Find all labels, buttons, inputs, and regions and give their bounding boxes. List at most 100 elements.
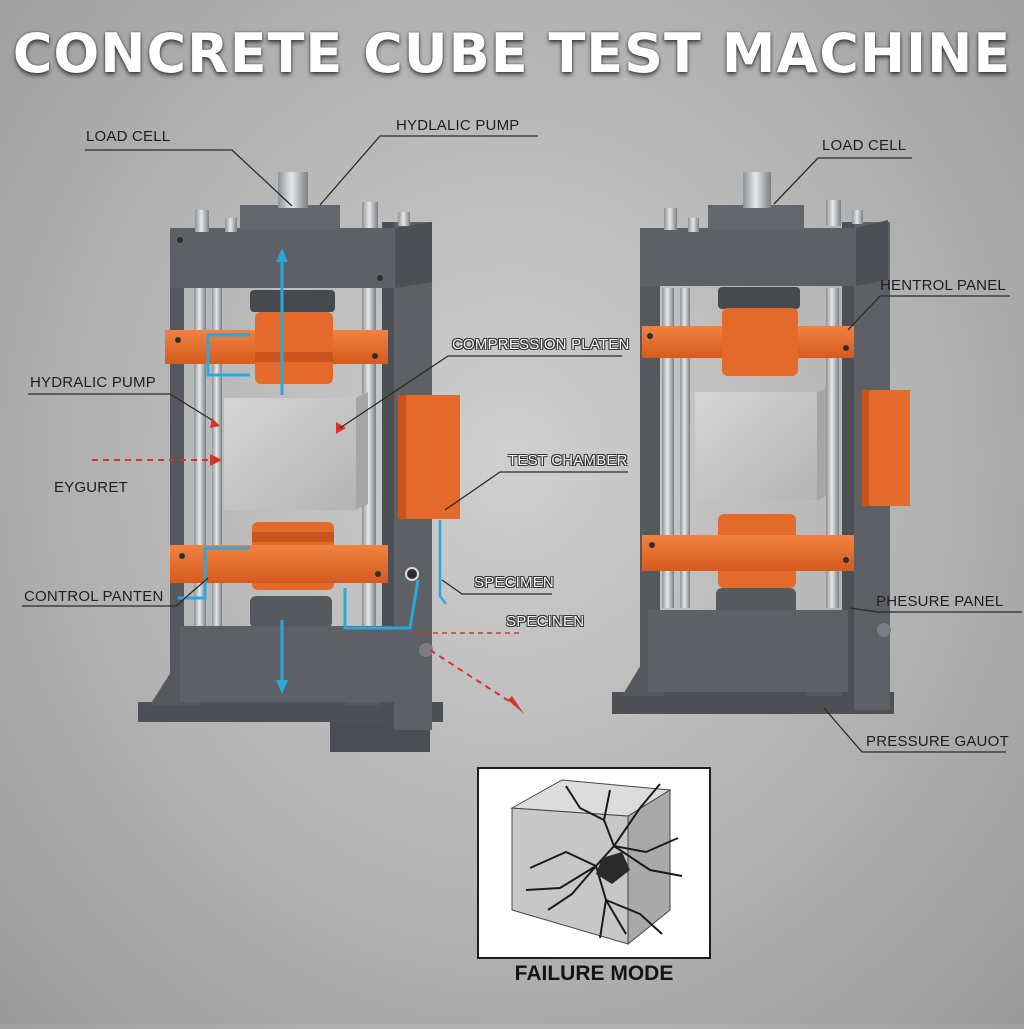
right-upper-platen-disc bbox=[718, 287, 800, 309]
label-hydraulic-pump-top: HYDLALIC PUMP bbox=[396, 117, 520, 134]
label-compression-platen: COMPRESSION PLATEN bbox=[452, 336, 630, 353]
leader-hydraulic-pump-left bbox=[28, 393, 213, 421]
page-title: CONCRETE CUBE TEST MACHINE bbox=[12, 22, 1012, 85]
left-hydraulic-line-1 bbox=[206, 333, 250, 377]
left-top-bolt-2 bbox=[225, 218, 237, 232]
left-lower-ram bbox=[250, 596, 332, 628]
left-upper-platen bbox=[255, 312, 333, 384]
leader-hydraulic-pump-top bbox=[319, 135, 538, 206]
left-red-arrowhead-2 bbox=[508, 696, 524, 714]
left-bolt-b bbox=[372, 353, 378, 359]
failure-mode-inset bbox=[477, 767, 711, 959]
left-control-box-edge bbox=[398, 395, 406, 519]
right-lower-crossbeam bbox=[642, 535, 854, 571]
left-top-block bbox=[240, 205, 340, 230]
left-red-arrowhead-1 bbox=[210, 454, 222, 466]
inset-cube-side bbox=[627, 789, 671, 946]
label-load-cell-left: LOAD CELL bbox=[86, 128, 171, 145]
left-bolt-a bbox=[175, 337, 181, 343]
leader-specimen-1 bbox=[441, 579, 552, 595]
left-red-arrow-2 bbox=[429, 649, 516, 706]
right-side-fitting bbox=[877, 623, 891, 637]
label-test-chamber: TEST CHAMBER bbox=[508, 452, 628, 469]
right-tie-rod-2 bbox=[680, 288, 690, 608]
left-tie-rod-3 bbox=[362, 288, 376, 628]
label-hentrol-panel: HENTROL PANEL bbox=[880, 277, 1006, 294]
right-top-piston bbox=[743, 172, 771, 208]
left-specimen-cube bbox=[224, 398, 356, 510]
leader-test-chamber bbox=[444, 471, 628, 511]
leader-control-panel bbox=[22, 577, 209, 607]
left-blue-arrowhead-down bbox=[276, 680, 288, 694]
label-load-cell-right: LOAD CELL bbox=[822, 137, 907, 154]
left-upper-platen-ring bbox=[255, 352, 333, 362]
left-side-fitting bbox=[419, 643, 433, 657]
left-gauge-knob bbox=[405, 567, 419, 581]
right-top-crosshead bbox=[640, 228, 856, 286]
left-lower-platen-ring bbox=[252, 532, 334, 542]
failure-mode-caption: FAILURE MODE bbox=[514, 962, 674, 985]
right-top-bolt-3 bbox=[826, 200, 841, 226]
leader-load-cell-left bbox=[85, 149, 293, 207]
left-bolt-d bbox=[375, 571, 381, 577]
label-hydraulic-pump-left: HYDRALIC PUMP bbox=[30, 374, 156, 391]
right-tie-rod-3 bbox=[826, 288, 839, 608]
right-specimen-cube bbox=[695, 392, 817, 500]
right-top-block bbox=[708, 205, 804, 230]
left-specimen-cube-side bbox=[356, 392, 368, 510]
right-top-bolt-4 bbox=[852, 210, 863, 224]
right-top-bolt-1 bbox=[664, 208, 677, 230]
right-bolt-a bbox=[647, 333, 653, 339]
left-upper-platen-disc bbox=[250, 290, 335, 312]
label-specimen-1: SPECIMEN bbox=[474, 574, 554, 591]
label-control-panel: CONTROL PANTEN bbox=[24, 588, 164, 605]
left-bolt-c bbox=[179, 553, 185, 559]
leader-lines bbox=[22, 135, 1022, 753]
right-top-crosshead-side bbox=[856, 220, 888, 286]
left-machine bbox=[92, 172, 524, 752]
right-bolt-b bbox=[843, 345, 849, 351]
right-upper-platen bbox=[722, 308, 798, 376]
right-control-box-edge bbox=[862, 390, 869, 506]
label-eyguret: EYGURET bbox=[54, 479, 128, 496]
right-specimen-cube-side bbox=[817, 388, 826, 500]
left-bolt-e bbox=[177, 237, 183, 243]
label-pressure-panel: PHESURE PANEL bbox=[876, 593, 1004, 610]
right-base-plate bbox=[612, 692, 894, 714]
leader-pressure-gauge bbox=[823, 707, 1006, 753]
left-hydraulic-line-3 bbox=[343, 579, 420, 630]
left-base-plate bbox=[138, 702, 443, 722]
label-pressure-gauge: PRESSURE GAUOT bbox=[866, 733, 1009, 750]
left-blue-arrowhead-up bbox=[276, 248, 288, 262]
left-lower-body bbox=[180, 626, 395, 702]
left-control-box bbox=[398, 395, 460, 519]
right-machine bbox=[612, 172, 910, 714]
right-control-box bbox=[862, 390, 910, 506]
inset-crack-core bbox=[596, 852, 630, 884]
left-hydraulic-line-4 bbox=[438, 520, 447, 605]
leader-compression-platen bbox=[339, 355, 622, 429]
right-bolt-c bbox=[649, 542, 655, 548]
left-top-crosshead-side bbox=[395, 222, 432, 288]
inset-crack-pattern bbox=[525, 783, 683, 939]
right-top-bolt-2 bbox=[688, 218, 699, 232]
label-specimen-2: SPECINEN bbox=[506, 613, 585, 630]
right-lower-body bbox=[648, 610, 848, 692]
left-top-bolt-3 bbox=[362, 202, 378, 228]
left-top-bolt-4 bbox=[398, 212, 410, 226]
left-top-piston bbox=[278, 172, 308, 208]
left-lower-crossbeam bbox=[170, 545, 388, 583]
left-top-bolt-1 bbox=[195, 210, 209, 232]
right-tie-rod-1 bbox=[662, 288, 674, 608]
left-red-arrowhead-3 bbox=[210, 418, 220, 428]
leader-pressure-panel bbox=[849, 607, 1022, 613]
leader-load-cell-right bbox=[773, 157, 912, 205]
right-bolt-d bbox=[843, 557, 849, 563]
right-lower-ram bbox=[716, 588, 796, 616]
left-hydraulic-line-2 bbox=[178, 546, 250, 600]
left-bolt-f bbox=[377, 275, 383, 281]
leader-hentrol-panel bbox=[847, 295, 1010, 331]
left-tie-rod-1 bbox=[194, 288, 206, 628]
